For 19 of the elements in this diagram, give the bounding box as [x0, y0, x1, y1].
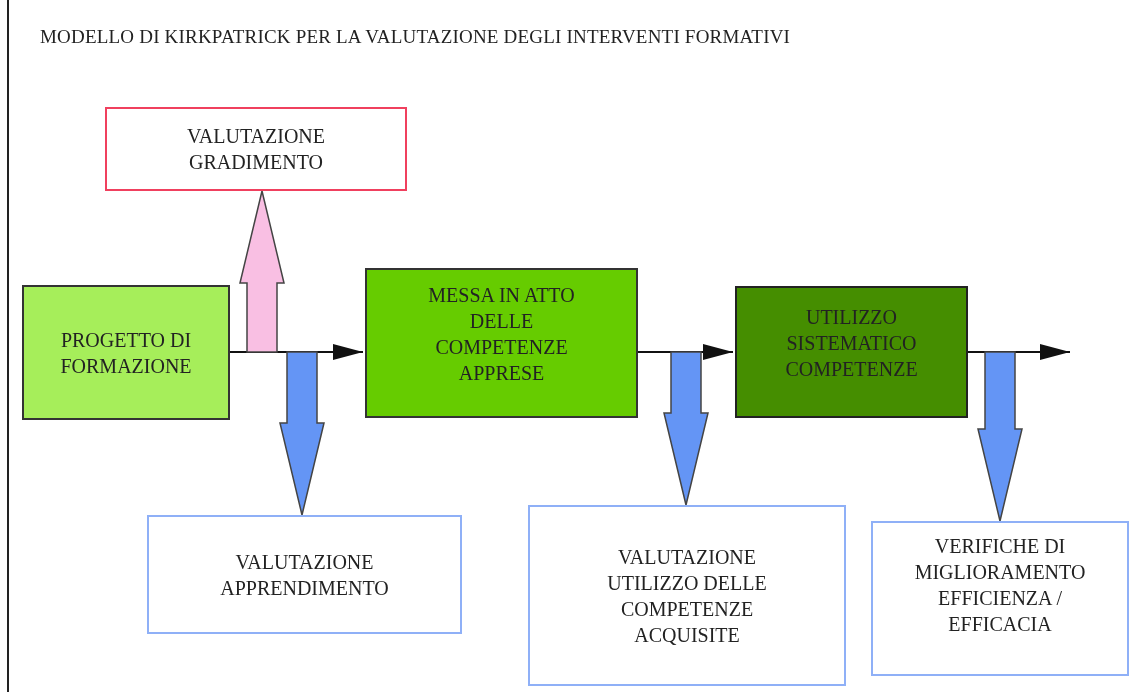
box-label: VALUTAZIONE APPRENDIMENTO [219, 549, 390, 601]
process-box [528, 505, 846, 686]
box-label: UTILIZZO SISTEMATICO COMPETENZE [784, 305, 919, 382]
block-arrow [977, 351, 1023, 522]
block-arrow [279, 351, 325, 516]
process-box [735, 286, 968, 418]
process-box [147, 515, 462, 634]
box-label: PROGETTO DI FORMAZIONE [59, 327, 193, 379]
process-box [365, 268, 638, 418]
box-label: VALUTAZIONE UTILIZZO DELLE COMPETENZE ACQUISITE [606, 544, 768, 648]
process-box [871, 521, 1129, 676]
process-box [22, 285, 230, 420]
process-box [105, 107, 407, 191]
box-label: VERIFICHE DI MIGLIORAMENTO EFFICIENZA / EFFICACIA [913, 534, 1087, 637]
block-arrow [663, 351, 709, 506]
box-label: VALUTAZIONE GRADIMENTO [186, 124, 326, 175]
box-label: MESSA IN ATTO DELLE COMPETENZE APPRESE [427, 283, 576, 386]
block-arrow [239, 190, 285, 353]
diagram-title: MODELLO DI KIRKPATRICK PER LA VALUTAZIONE DEGLI INTERVENTI FORMATIVI [40, 26, 792, 48]
